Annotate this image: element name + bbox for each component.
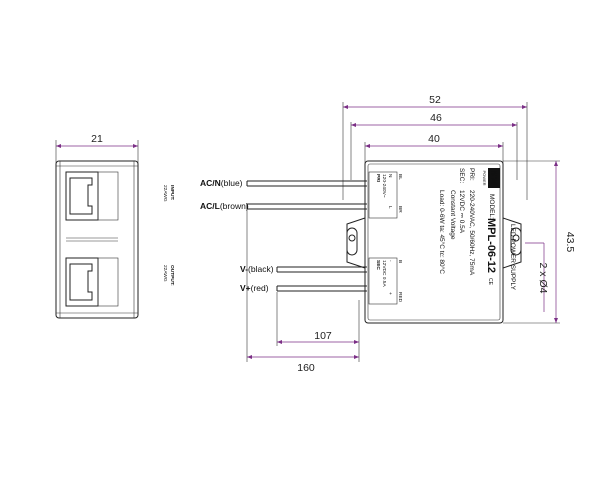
- side-output-terminal: [65, 257, 119, 307]
- wires: AC/N(blue) AC/L(brown) V-(black) V+(red): [200, 178, 367, 293]
- wire-out-value: 107: [314, 330, 332, 342]
- model-number: MPL-06-12: [485, 218, 497, 273]
- side-input-terminal: [65, 171, 119, 221]
- right-dimensions: 43.5 2 x Ø4: [503, 160, 576, 324]
- pri-label: PRI:: [468, 168, 475, 181]
- svg-text:POWER: POWER: [482, 170, 487, 185]
- top-dimensions: 52 46 40: [342, 94, 528, 200]
- front-view: PRI 120-240V~ N L BL BR SEC 12VDC 0.5A -…: [346, 160, 522, 324]
- product-label: MW POWER MODEL: MPL-06-12 CE PRI: 220-24…: [438, 168, 516, 291]
- product-name: LED POWER SUPPLY: [509, 224, 516, 291]
- svg-text:N: N: [387, 174, 393, 178]
- mw-logo: MW POWER: [482, 168, 500, 188]
- holes-value: 2 x Ø4: [537, 263, 549, 294]
- wire-v-plus-label: V+(red): [240, 283, 269, 293]
- svg-text:+: +: [387, 292, 392, 295]
- svg-text:-: -: [387, 260, 392, 262]
- wire-in-value: 160: [297, 362, 315, 374]
- svg-text:L: L: [387, 206, 393, 209]
- output-gauge: 22AWG: [162, 265, 168, 282]
- svg-text:BL: BL: [397, 174, 403, 180]
- pri-terminal-block: PRI 120-240V~ N L BL BR: [368, 171, 403, 219]
- body-width-value: 40: [428, 133, 440, 145]
- svg-text:B: B: [397, 260, 403, 263]
- sec-terminal-block: SEC 12VDC 0.5A - + B RED: [368, 257, 403, 305]
- height-value: 43.5: [564, 232, 576, 253]
- side-body: [55, 160, 139, 319]
- load-rating: Load: 0-6W ta: 45°C tc: 80°C: [438, 190, 446, 274]
- svg-text:PRI: PRI: [375, 174, 381, 183]
- output-label: OUTPUT:: [169, 265, 175, 286]
- side-width-value: 21: [91, 133, 103, 145]
- svg-text:RED: RED: [397, 292, 403, 303]
- svg-text:SEC: SEC: [375, 260, 381, 270]
- wire-v-plus: V+(red): [240, 283, 367, 293]
- wire-v-minus: V-(black): [240, 264, 367, 274]
- hole-spacing-value: 46: [430, 112, 442, 124]
- mounting-flange-right: [502, 217, 522, 269]
- sec-value: 12VDC ⎓ 0.5A: [458, 190, 465, 234]
- ce-mark: CE: [487, 278, 493, 286]
- sec-label: SEC:: [458, 168, 465, 183]
- svg-text:12VDC 0.5A: 12VDC 0.5A: [381, 260, 387, 287]
- side-view: 21 INPUT: 22AWG OUTPUT: 22AWG: [55, 133, 175, 319]
- overall-width-value: 52: [429, 94, 441, 106]
- wire-v-minus-label: V-(black): [240, 264, 274, 274]
- wire-ac-n: AC/N(blue): [200, 178, 367, 188]
- input-label: INPUT:: [169, 185, 175, 201]
- mounting-flange-left: [346, 217, 366, 269]
- wire-ac-l-label: AC/L(brown): [200, 201, 249, 211]
- bottom-dimensions: 107 160: [246, 210, 360, 374]
- wire-ac-n-label: AC/N(blue): [200, 178, 243, 188]
- svg-text:BR: BR: [397, 206, 403, 213]
- wire-ac-l: AC/L(brown): [200, 201, 367, 211]
- svg-text:MW: MW: [489, 171, 498, 186]
- model-prefix: MODEL:: [488, 194, 495, 219]
- svg-text:120-240V~: 120-240V~: [381, 174, 387, 198]
- front-body: [364, 160, 504, 324]
- input-gauge: 22AWG: [162, 185, 168, 202]
- pri-value: 220-240VAC, 50/60Hz, 75mA: [468, 190, 475, 276]
- sec-mode: Constant Voltage: [449, 190, 456, 240]
